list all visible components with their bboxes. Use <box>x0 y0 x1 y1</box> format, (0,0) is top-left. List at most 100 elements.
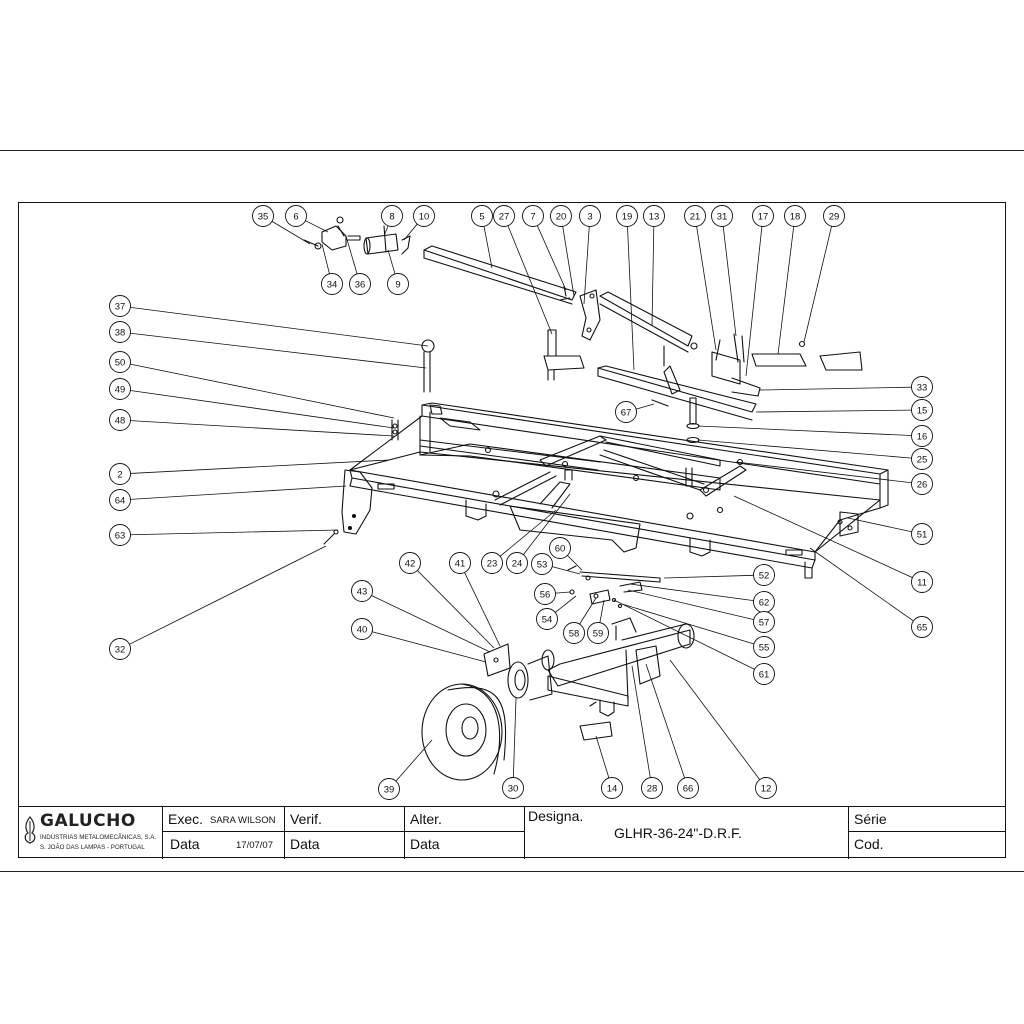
callout-28: 28 <box>641 777 663 799</box>
callout-number: 38 <box>115 327 126 338</box>
callout-circle <box>641 777 663 799</box>
callout-number: 7 <box>530 211 535 222</box>
callout-circle <box>351 580 373 602</box>
callout-circle <box>109 351 131 373</box>
main-frame <box>341 402 889 579</box>
callout-29: 29 <box>823 205 845 227</box>
callout-16: 16 <box>911 425 933 447</box>
callout-32: 32 <box>109 638 131 660</box>
callout-circle <box>449 552 471 574</box>
leader-line-32 <box>129 545 327 645</box>
data-label-verif: Data <box>290 836 320 852</box>
callout-number: 16 <box>917 431 928 442</box>
callout-24: 24 <box>506 552 528 574</box>
callout-circle <box>911 473 933 495</box>
leader-line-18 <box>777 226 795 355</box>
callout-number: 29 <box>829 211 840 222</box>
callout-number: 64 <box>115 495 126 506</box>
leader-line-62 <box>629 583 754 601</box>
callout-circle <box>522 205 544 227</box>
callout-circle <box>481 552 503 574</box>
callout-circle <box>550 205 572 227</box>
callout-number: 2 <box>117 469 122 480</box>
callout-circle <box>285 205 307 227</box>
leader-line-28 <box>631 665 651 778</box>
leader-line-42 <box>417 570 495 649</box>
callout-number: 24 <box>512 558 523 569</box>
callout-59: 59 <box>587 622 609 644</box>
alter-label: Alter. <box>410 811 442 827</box>
callout-number: 27 <box>499 211 510 222</box>
callout-66: 66 <box>677 777 699 799</box>
callout-18: 18 <box>784 205 806 227</box>
callout-circle <box>911 425 933 447</box>
leader-line-10 <box>403 223 418 241</box>
callout-circle <box>534 583 556 605</box>
callout-circle <box>579 205 601 227</box>
designation-value: GLHR-36-24"-D.R.F. <box>614 825 742 841</box>
callout-20: 20 <box>550 205 572 227</box>
callout-number: 56 <box>540 589 551 600</box>
callout-circle <box>349 273 371 295</box>
serie-label: Série <box>854 811 887 827</box>
callout-circle <box>616 205 638 227</box>
leader-line-33 <box>759 386 912 391</box>
callout-52: 52 <box>753 564 775 586</box>
callout-number: 42 <box>405 558 416 569</box>
leader-line-3 <box>583 226 590 305</box>
leader-line-67 <box>635 403 655 410</box>
leader-line-60 <box>567 555 583 571</box>
callout-39: 39 <box>378 778 400 800</box>
callout-10: 10 <box>413 205 435 227</box>
leader-line-34 <box>321 243 330 274</box>
callout-circle <box>399 552 421 574</box>
callout-circle <box>753 564 775 586</box>
callout-number: 11 <box>917 577 927 588</box>
callout-circle <box>109 463 131 485</box>
outer-sheet-border <box>0 150 1024 872</box>
leader-line-50 <box>130 363 395 419</box>
title-block: GALUCHO INDÚSTRIAS METALOMECÂNICAS, S.A.… <box>18 806 1006 859</box>
callout-63: 63 <box>109 524 131 546</box>
callout-number: 20 <box>556 211 567 222</box>
callout-circle <box>413 205 435 227</box>
callout-42: 42 <box>399 552 421 574</box>
callout-5: 5 <box>471 205 493 227</box>
callout-number: 36 <box>355 279 366 290</box>
callout-number: 21 <box>690 211 701 222</box>
leader-line-21 <box>696 226 717 351</box>
callout-number: 34 <box>327 279 338 290</box>
company-line-1: INDÚSTRIAS METALOMECÂNICAS, S.A. <box>40 834 157 841</box>
callout-3: 3 <box>579 205 601 227</box>
callout-number: 58 <box>569 628 580 639</box>
leader-line-38 <box>130 332 427 369</box>
callout-number: 15 <box>917 405 928 416</box>
data-label-exec: Data <box>170 836 200 852</box>
leader-line-37 <box>130 306 429 347</box>
callout-number: 62 <box>759 597 770 608</box>
callout-circle <box>109 295 131 317</box>
callout-34: 34 <box>321 273 343 295</box>
callout-51: 51 <box>911 523 933 545</box>
leader-line-63 <box>130 529 339 536</box>
callout-circle <box>549 537 571 559</box>
leader-line-8 <box>383 225 389 237</box>
callout-36: 36 <box>349 273 371 295</box>
callout-17: 17 <box>752 205 774 227</box>
callout-circle <box>911 376 933 398</box>
callout-circle <box>321 273 343 295</box>
callout-number: 17 <box>758 211 769 222</box>
callout-number: 50 <box>115 357 126 368</box>
callout-41: 41 <box>449 552 471 574</box>
company-line-2: S. JOÃO DAS LAMPAS - PORTUGAL <box>40 844 145 851</box>
leader-line-7 <box>536 225 567 291</box>
callout-48: 48 <box>109 409 131 431</box>
callout-number: 12 <box>761 783 772 794</box>
leader-line-11 <box>733 495 913 578</box>
left-fasteners <box>323 339 435 545</box>
callout-circle <box>471 205 493 227</box>
callout-circle <box>252 205 274 227</box>
leader-line-16 <box>697 425 912 436</box>
callout-21: 21 <box>684 205 706 227</box>
